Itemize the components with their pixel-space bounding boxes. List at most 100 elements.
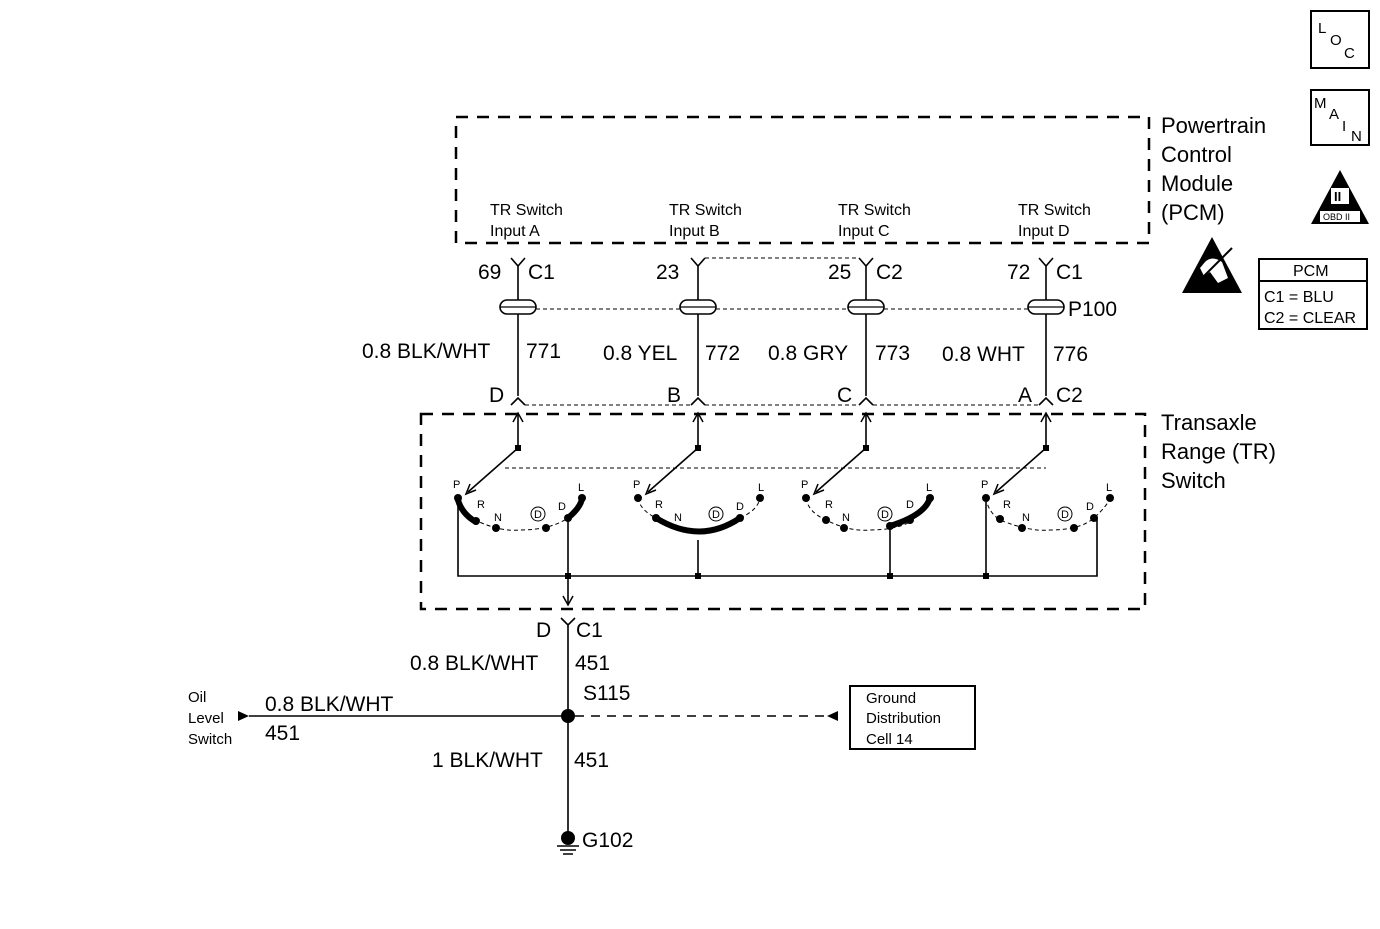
pcm-title-line: Powertrain xyxy=(1161,113,1266,138)
pin-number: 69 xyxy=(478,261,501,284)
position-p: P xyxy=(981,479,988,491)
arrow-icon xyxy=(827,711,838,721)
main-icon[interactable]: M A I N xyxy=(1310,89,1370,146)
wire-color-label: 0.8 GRY xyxy=(768,342,848,365)
ground-dist-line: Ground xyxy=(866,690,916,707)
loc-letter: C xyxy=(1344,45,1355,62)
wire-color-label: 0.8 BLK/WHT xyxy=(265,693,394,716)
pcm-input-label: Input A xyxy=(490,223,540,240)
pcm-input-label: Input B xyxy=(669,223,720,240)
main-letter: M xyxy=(1314,95,1327,112)
wire-color-label: 0.8 BLK/WHT xyxy=(410,652,539,675)
oil-label-line: Switch xyxy=(188,731,232,748)
circuit-number: 772 xyxy=(705,342,740,365)
position-n: N xyxy=(494,512,502,524)
legend-row: C1 = BLU xyxy=(1264,289,1334,306)
position-r: R xyxy=(1003,499,1011,511)
pcm-connector-pins xyxy=(510,257,1054,300)
tr-input-wires xyxy=(517,314,1047,396)
wire-color-label: 0.8 WHT xyxy=(942,343,1025,366)
arrow-icon xyxy=(238,711,249,721)
tr-switch-contacts xyxy=(454,494,1114,535)
position-overdrive: D xyxy=(881,509,889,521)
oil-level-switch-label: Oil Level Switch xyxy=(188,689,232,748)
loc-icon[interactable]: L O C xyxy=(1310,10,1370,69)
connector-label: C2 xyxy=(1056,384,1083,407)
obd-numeral: II xyxy=(1334,189,1341,204)
p100-label: P100 xyxy=(1068,298,1117,321)
circuit-number: 776 xyxy=(1053,343,1088,366)
obd-label: OBD II xyxy=(1323,212,1350,222)
obd-ii-icon[interactable]: II OBD II xyxy=(1311,170,1369,224)
tr-switch-title: Transaxle Range (TR) Switch xyxy=(1161,410,1276,493)
esd-warning-icon xyxy=(1182,237,1242,293)
circuit-number: 771 xyxy=(526,340,561,363)
wire-color-label: 0.8 BLK/WHT xyxy=(362,340,491,363)
tr-pin-letter: B xyxy=(667,384,681,407)
position-n: N xyxy=(842,512,850,524)
pcm-title-line: Module xyxy=(1161,171,1233,196)
pin-number: 72 xyxy=(1007,261,1030,284)
position-p: P xyxy=(633,479,640,491)
position-l: L xyxy=(758,482,764,494)
circuit-number: 451 xyxy=(265,722,300,745)
oil-label-line: Level xyxy=(188,710,224,727)
circuit-number: 773 xyxy=(875,342,910,365)
tr-title-line: Transaxle xyxy=(1161,410,1257,435)
ground-dist-line: Distribution xyxy=(866,710,941,727)
connector-label: C1 xyxy=(576,619,603,642)
position-p: P xyxy=(801,479,808,491)
pcm-input-label: TR Switch xyxy=(490,202,563,219)
main-letter: A xyxy=(1329,106,1339,123)
pcm-title-line: Control xyxy=(1161,142,1232,167)
ground-dist-line: Cell 14 xyxy=(866,731,913,748)
position-p: P xyxy=(453,479,460,491)
oil-label-line: Oil xyxy=(188,689,206,706)
loc-letter: L xyxy=(1318,20,1326,37)
pcm-input-label: Input C xyxy=(838,223,890,240)
tr-internal-leads xyxy=(464,411,1052,496)
tr-pin-letter: C xyxy=(837,384,852,407)
main-letter: N xyxy=(1351,128,1362,145)
wire-color-label: 0.8 YEL xyxy=(603,342,677,365)
pin-number: 25 xyxy=(828,261,851,284)
tr-pin-letter: D xyxy=(489,384,504,407)
tr-pin-letter: A xyxy=(1018,384,1032,407)
main-letter: I xyxy=(1342,118,1346,135)
tr-position-labels: P R N D D L P R N D D L P R N D D L P R … xyxy=(453,479,1112,524)
circuit-number: 451 xyxy=(574,749,609,772)
wire-color-label: 1 BLK/WHT xyxy=(432,749,543,772)
position-d: D xyxy=(1086,501,1094,513)
tr-switch-box xyxy=(419,412,1147,611)
pcm-title-line: (PCM) xyxy=(1161,200,1225,225)
p100-connector xyxy=(499,299,1065,315)
pcm-input-label: TR Switch xyxy=(669,202,742,219)
pcm-input-label: Input D xyxy=(1018,223,1070,240)
connector-label: C1 xyxy=(528,261,555,284)
position-overdrive: D xyxy=(712,509,720,521)
position-r: R xyxy=(655,499,663,511)
tr-title-line: Switch xyxy=(1161,468,1226,493)
position-l: L xyxy=(1106,482,1112,494)
pcm-input-label: TR Switch xyxy=(838,202,911,219)
legend-title: PCM xyxy=(1293,263,1329,280)
position-d: D xyxy=(736,501,744,513)
ground-distribution-box[interactable] xyxy=(849,685,976,750)
connector-pin: D xyxy=(536,619,551,642)
pcm-title: Powertrain Control Module (PCM) xyxy=(1161,113,1266,225)
position-l: L xyxy=(578,482,584,494)
position-overdrive: D xyxy=(1061,509,1069,521)
position-n: N xyxy=(674,512,682,524)
legend-row: C2 = CLEAR xyxy=(1264,310,1356,327)
tr-common-bus xyxy=(457,498,1098,607)
splice-label: S115 xyxy=(583,682,631,705)
loc-letter: O xyxy=(1330,32,1342,49)
position-d: D xyxy=(558,501,566,513)
position-n: N xyxy=(1022,512,1030,524)
pin-number: 23 xyxy=(656,261,679,284)
ground-wire xyxy=(560,617,576,838)
position-r: R xyxy=(825,499,833,511)
pcm-legend: PCM C1 = BLU C2 = CLEAR xyxy=(1258,258,1368,330)
position-l: L xyxy=(926,482,932,494)
